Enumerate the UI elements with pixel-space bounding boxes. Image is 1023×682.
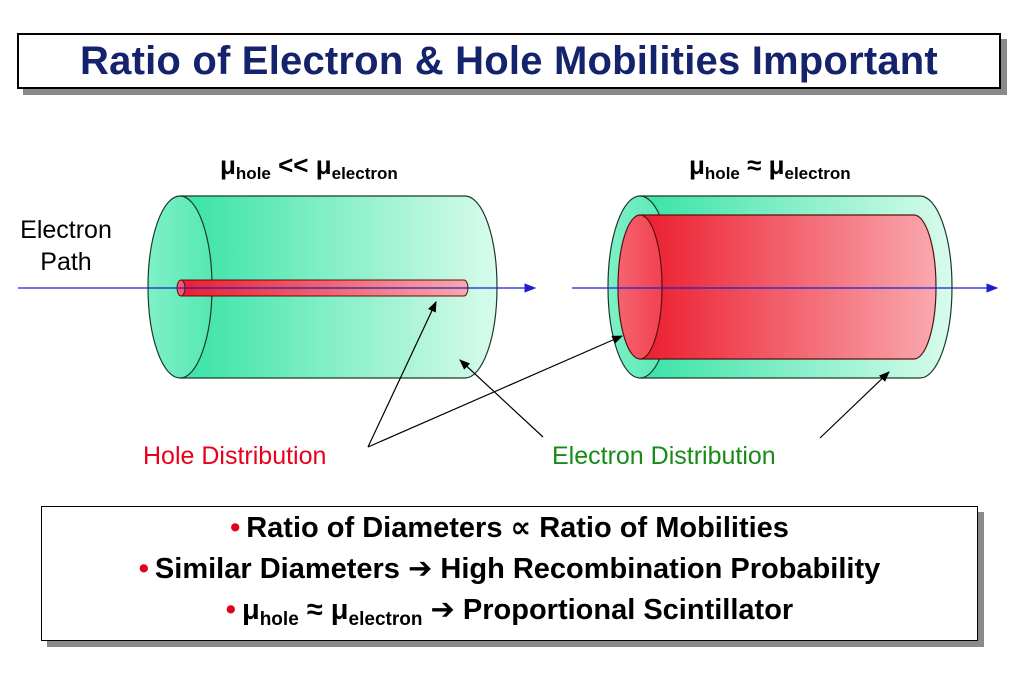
page-title: Ratio of Electron & Hole Mobilities Impo… — [80, 38, 938, 83]
left-mobility-header: μhole << μelectron — [220, 150, 398, 183]
electron-arrow-right — [819, 371, 890, 439]
hole-arrow-right — [367, 335, 623, 448]
bullet-dot: • — [230, 511, 241, 544]
summary-box: •Ratio of Diameters ∝ Ratio of Mobilitie… — [41, 506, 978, 641]
bullet-ratio-diameters: •Ratio of Diameters ∝ Ratio of Mobilitie… — [230, 511, 789, 544]
electron-distribution-label: Electron Distribution — [552, 442, 776, 470]
right-mobility-header: μhole ≈ μelectron — [689, 150, 851, 183]
bullet-similar-diameters: •Similar Diameters ➔ High Recombination … — [138, 552, 881, 585]
title-box: Ratio of Electron & Hole Mobilities Impo… — [17, 33, 1001, 89]
hole-arrow-left — [367, 301, 437, 448]
left-cylinder — [147, 195, 498, 379]
electron-path-label: Electron Path — [20, 216, 112, 276]
right-cylinder — [607, 195, 953, 379]
right-arrow-icon: ➔ — [422, 593, 463, 626]
bullet-dot: • — [138, 552, 149, 585]
bullet-dot: • — [225, 593, 236, 626]
bullet-proportional-scintillator: •μhole ≈ μelectron ➔ Proportional Scinti… — [225, 593, 794, 630]
electron-arrow-left — [459, 359, 544, 438]
right-arrow-icon: ➔ — [408, 552, 433, 585]
hole-distribution-label: Hole Distribution — [143, 442, 327, 470]
